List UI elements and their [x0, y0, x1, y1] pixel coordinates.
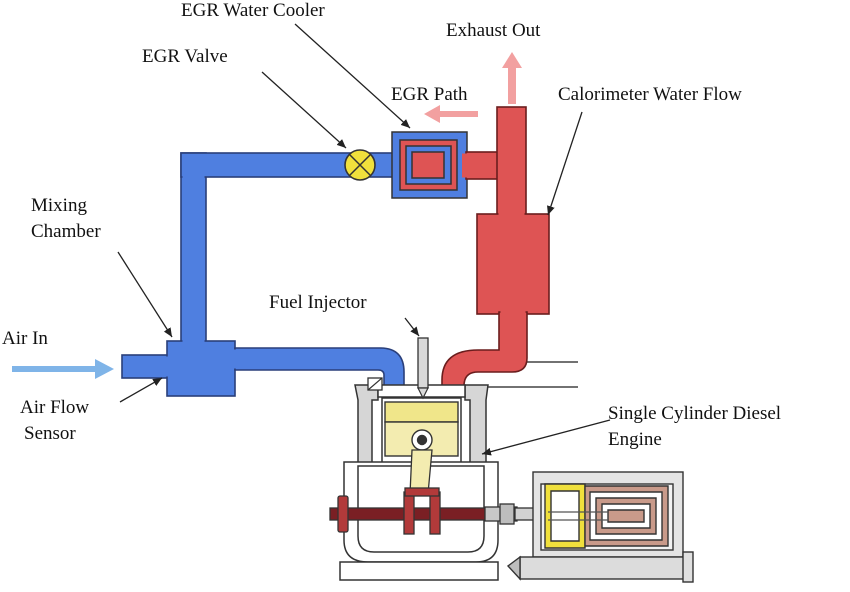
piston [384, 401, 459, 457]
label-air-flow-sensor-line1: Air Flow [20, 397, 90, 418]
exhaust-out-arrow [502, 52, 522, 104]
air-in-arrow [12, 359, 114, 379]
mixing-chamber [166, 340, 236, 397]
label-air-flow-sensor-line2: Sensor [24, 423, 76, 444]
label-fuel-injector: Fuel Injector [269, 292, 367, 313]
egr-path-arrow [424, 105, 478, 123]
label-egr-path: EGR Path [391, 84, 468, 105]
egr-water-cooler [391, 131, 468, 199]
exhaust-piping [441, 106, 550, 396]
label-mixing-chamber-line1: Mixing [31, 195, 87, 216]
calorimeter [476, 213, 550, 315]
fuel-injector [417, 337, 429, 400]
dynamometer [506, 471, 694, 583]
label-calorimeter-water-flow: Calorimeter Water Flow [558, 84, 742, 105]
label-engine-line1: Single Cylinder Diesel [608, 403, 782, 424]
egr-valve [344, 149, 376, 181]
label-exhaust-out: Exhaust Out [446, 20, 541, 41]
label-egr-water-cooler: EGR Water Cooler [181, 0, 325, 21]
label-air-in: Air In [2, 328, 48, 349]
label-egr-valve: EGR Valve [142, 46, 228, 67]
leader-lines [117, 23, 611, 456]
label-mixing-chamber-line2: Chamber [31, 221, 101, 242]
label-engine-line2: Engine [608, 429, 662, 450]
